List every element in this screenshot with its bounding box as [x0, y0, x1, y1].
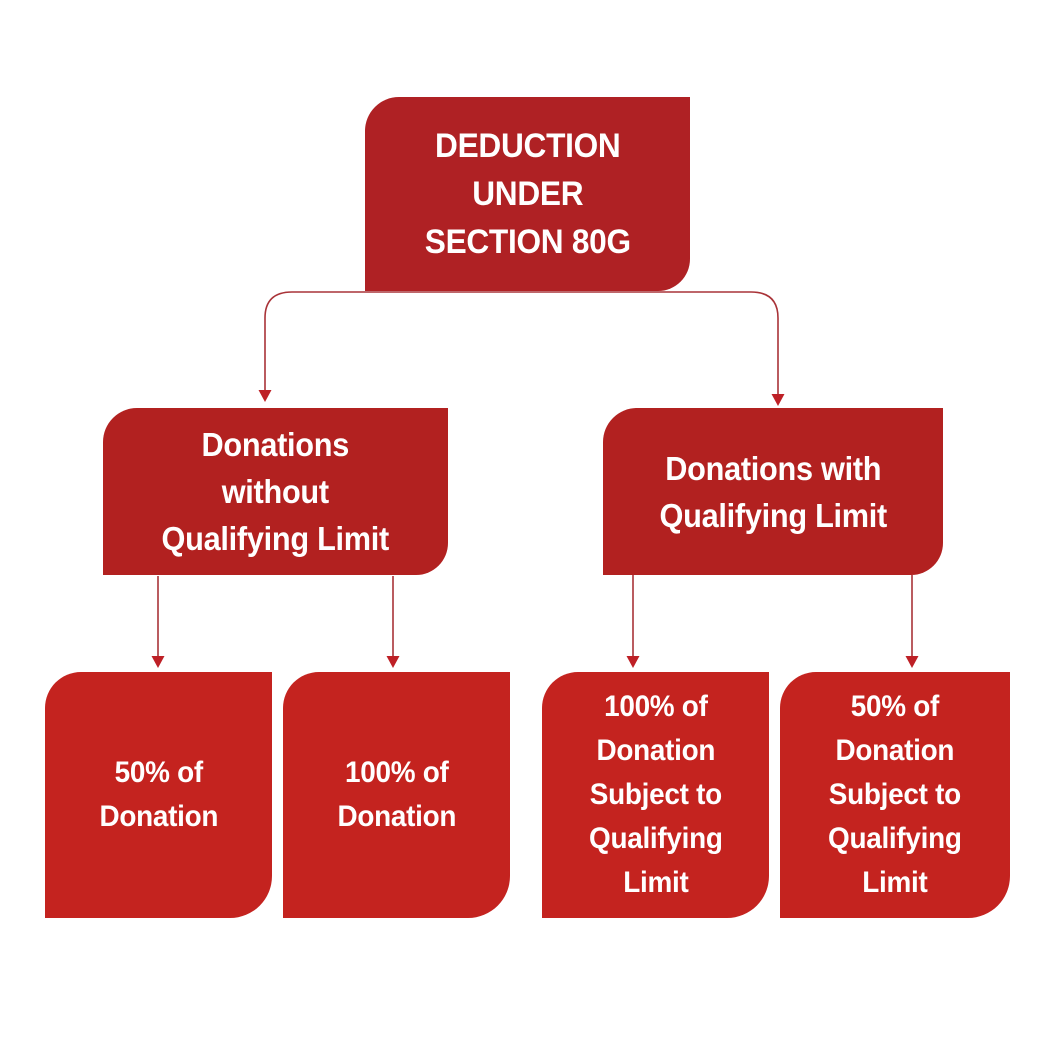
arrowhead-icon: [386, 656, 400, 668]
node-text: DEDUCTION UNDER SECTION 80G: [424, 122, 630, 266]
node-text: 50% of Donation: [99, 751, 218, 839]
node-label-line: SECTION 80G: [424, 223, 631, 261]
node-label-line: Donation: [99, 800, 218, 833]
connector-elbow-left: [264, 291, 293, 390]
node-text: 100% of Donation: [337, 751, 456, 839]
node-text: 50% of Donation Subject to Qualifying Li…: [828, 685, 962, 905]
arrowhead-icon: [771, 394, 785, 406]
node-label-line: Limit: [862, 866, 928, 899]
node-label-line: Donation: [337, 800, 456, 833]
node-label-line: 50% of: [114, 756, 203, 789]
node-label-line: Qualifying: [588, 822, 723, 855]
node-deduction-under-section-80g: DEDUCTION UNDER SECTION 80G: [365, 97, 690, 291]
node-label-line: Subject to: [828, 778, 962, 811]
node-label-line: UNDER: [471, 175, 584, 213]
arrowhead-icon: [905, 656, 919, 668]
node-label-line: without: [221, 473, 330, 510]
node-text: Donations without Qualifying Limit: [161, 421, 390, 562]
node-100-percent-subject-to-qualifying-limit: 100% of Donation Subject to Qualifying L…: [542, 672, 769, 918]
node-label-line: 100% of: [603, 690, 708, 723]
node-label-line: Donations with: [664, 449, 881, 487]
node-text: 100% of Donation Subject to Qualifying L…: [589, 685, 723, 905]
node-50-percent-of-donation: 50% of Donation: [45, 672, 272, 918]
arrowhead-icon: [258, 390, 272, 402]
node-label-line: Qualifying Limit: [659, 496, 887, 534]
node-label-line: Limit: [622, 866, 689, 899]
arrowhead-icon: [151, 656, 165, 668]
connector-elbow-right: [750, 291, 779, 394]
node-label-line: Qualifying: [828, 822, 962, 855]
node-label-line: 50% of: [850, 690, 940, 723]
arrowhead-icon: [626, 656, 640, 668]
node-50-percent-subject-to-qualifying-limit: 50% of Donation Subject to Qualifying Li…: [780, 672, 1010, 918]
node-100-percent-of-donation: 100% of Donation: [283, 672, 510, 918]
node-donations-without-qualifying-limit: Donations without Qualifying Limit: [103, 408, 448, 575]
node-label-line: Donations: [201, 426, 350, 463]
node-text: Donations with Qualifying Limit: [659, 445, 887, 539]
node-label-line: DEDUCTION: [434, 127, 621, 165]
node-label-line: Qualifying Limit: [161, 520, 390, 557]
node-label-line: Donation: [835, 734, 955, 767]
node-label-line: Donation: [596, 734, 715, 767]
node-donations-with-qualifying-limit: Donations with Qualifying Limit: [603, 408, 943, 575]
node-label-line: Subject to: [589, 778, 722, 811]
node-label-line: 100% of: [344, 756, 449, 789]
